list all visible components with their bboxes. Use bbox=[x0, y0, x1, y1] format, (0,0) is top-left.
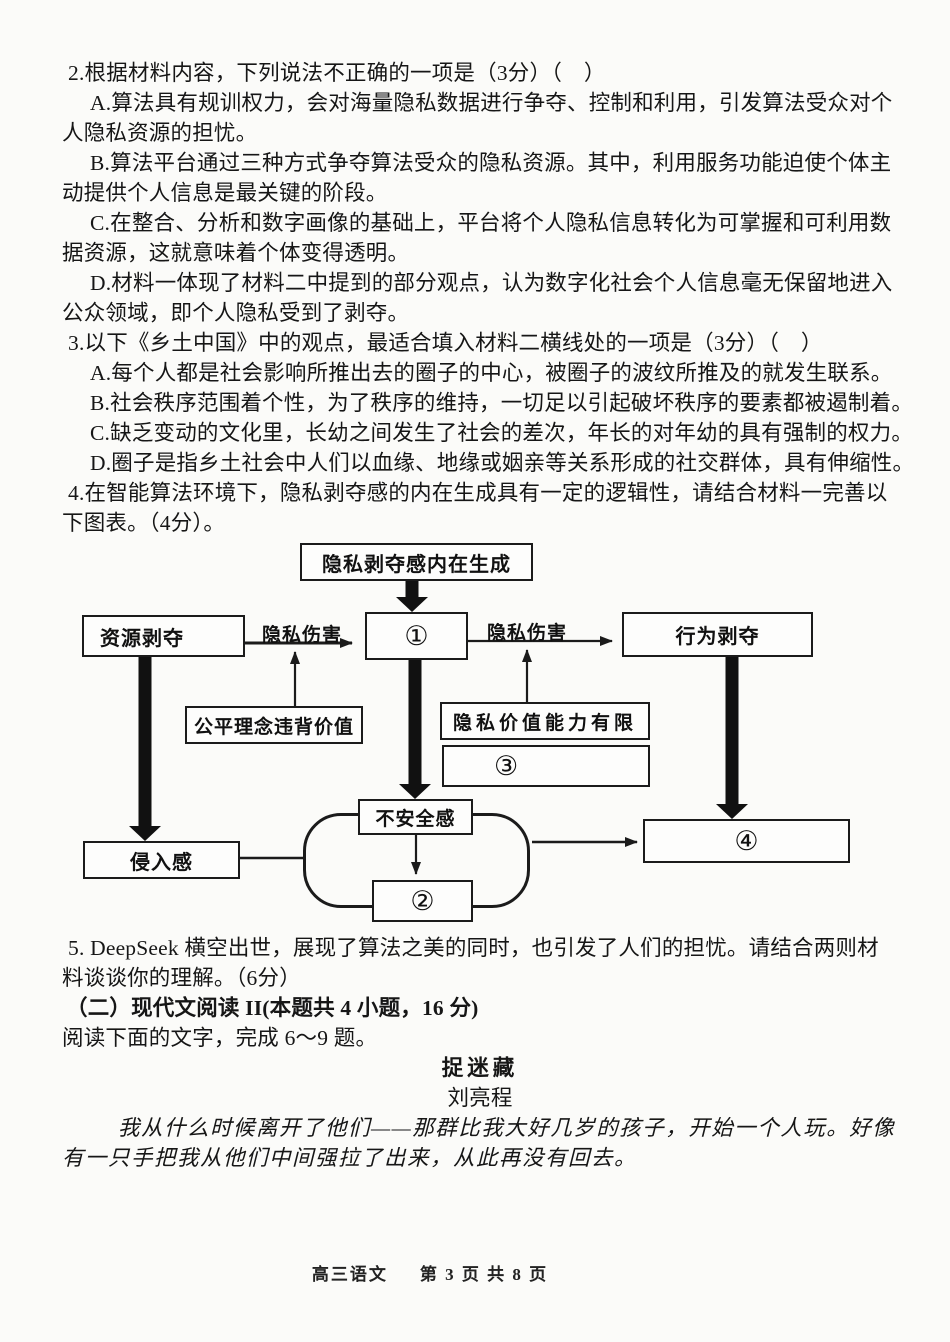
text-line: 5. DeepSeek 横空出世，展现了算法之美的同时，也引发了人们的担忧。请结… bbox=[68, 936, 879, 960]
text-line: B.社会秩序范围着个性，为了秩序的维持，一切足以引起破坏秩序的要素都被遏制着。 bbox=[90, 391, 914, 415]
thick-arrow-resource-to-intrusion bbox=[129, 657, 161, 841]
thick-arrow-one-to-insecurity bbox=[399, 660, 431, 799]
page-footer: 高三语文 第 3 页 共 8 页 bbox=[0, 1260, 905, 1285]
text-line: 据资源，这就意味着个体变得透明。 bbox=[62, 241, 410, 265]
reading-text-block: 5. DeepSeek 横空出世，展现了算法之美的同时，也引发了人们的担忧。请结… bbox=[62, 933, 898, 1173]
text-line: 2.根据材料内容，下列说法不正确的一项是（3分）（ ） bbox=[68, 61, 606, 85]
text-line: 料谈谈你的理解。（6分） bbox=[62, 966, 301, 990]
privacy-deprivation-flowchart: 隐私剥夺感内在生成 ① 资源剥夺 行为剥夺 公平理念违背价值 隐私价值能力有限 … bbox=[0, 538, 950, 933]
text-line: C.缺乏变动的文化里，长幼之间发生了社会的差次，年长的对年幼的具有强制的权力。 bbox=[90, 421, 914, 445]
text-line: D.圈子是指乡土社会中人们以血缘、地缘或姻亲等关系形成的社交群体，具有伸缩性。 bbox=[90, 451, 915, 475]
text-line: 阅读下面的文字，完成 6～9 题。 bbox=[62, 1026, 378, 1050]
footer-page-number: 第 3 页 共 8 页 bbox=[419, 1265, 549, 1284]
node-behavior-deprivation: 行为剥夺 bbox=[622, 612, 813, 657]
node-intrusion: 侵入感 bbox=[83, 841, 240, 879]
text-line: B.算法平台通过三种方式争夺算法受众的隐私资源。其中，利用服务功能迫使个体主 bbox=[90, 151, 892, 175]
footer-course-label: 高三语文 bbox=[311, 1265, 388, 1284]
text-line: A.每个人都是社会影响所推出去的圈子的中心，被圈子的波纹所推及的就发生联系。 bbox=[90, 361, 893, 385]
node-blank-2: ② bbox=[372, 880, 473, 922]
node-resource-deprivation: 资源剥夺 bbox=[82, 615, 245, 657]
text-line: A.算法具有规训权力，会对海量隐私数据进行争夺、控制和利用，引发算法受众对个 bbox=[90, 91, 893, 115]
node-blank-4: ④ bbox=[643, 819, 850, 863]
label-privacy-harm-left: 隐私伤害 bbox=[262, 625, 343, 646]
text-line: 刘亮程 bbox=[447, 1086, 513, 1110]
node-blank-1: ① bbox=[365, 612, 468, 660]
text-line: 我从什么时候离开了他们——那群比我大好几岁的孩子，开始一个人玩。好像 bbox=[118, 1116, 896, 1140]
text-line: 4.在智能算法环境下，隐私剥夺感的内在生成具有一定的逻辑性，请结合材料一完善以 bbox=[68, 481, 888, 505]
flowchart-arrows bbox=[129, 581, 748, 875]
text-line: 人隐私资源的担忧。 bbox=[62, 121, 258, 145]
node-privacy-value-limited: 隐私价值能力有限 bbox=[440, 702, 650, 740]
text-line: （二）现代文阅读 II(本题共 4 小题，16 分) bbox=[66, 996, 479, 1020]
label-privacy-harm-right: 隐私伤害 bbox=[487, 623, 568, 644]
text-line: C.在整合、分析和数字画像的基础上，平台将个人隐私信息转化为可掌握和可利用数 bbox=[90, 211, 892, 235]
text-line: 动提供个人信息是最关键的阶段。 bbox=[62, 181, 388, 205]
text-line: D.材料一体现了材料二中提到的部分观点，认为数字化社会个人信息毫无保留地进入 bbox=[90, 271, 893, 295]
node-fairness-violation: 公平理念违背价值 bbox=[185, 706, 363, 744]
node-insecurity: 不安全感 bbox=[358, 799, 473, 835]
thick-arrow-origin-to-one bbox=[396, 581, 428, 612]
text-line: 下图表。（4分）。 bbox=[62, 511, 226, 535]
questions-text-block: 2.根据材料内容，下列说法不正确的一项是（3分）（ ） A.算法具有规训权力，会… bbox=[62, 58, 915, 538]
thick-arrow-behavior-to-four bbox=[716, 657, 748, 819]
node-blank-3: ③ bbox=[442, 745, 650, 787]
text-line: 有一只手把我从他们中间强拉了出来，从此再没有回去。 bbox=[62, 1146, 638, 1170]
text-line: 公众领域，即个人隐私受到了剥夺。 bbox=[62, 301, 410, 325]
node-origin: 隐私剥夺感内在生成 bbox=[300, 543, 533, 581]
text-line: 捉迷藏 bbox=[441, 1056, 519, 1080]
text-line: 3.以下《乡土中国》中的观点，最适合填入材料二横线处的一项是（3分）（ ） bbox=[68, 331, 823, 355]
